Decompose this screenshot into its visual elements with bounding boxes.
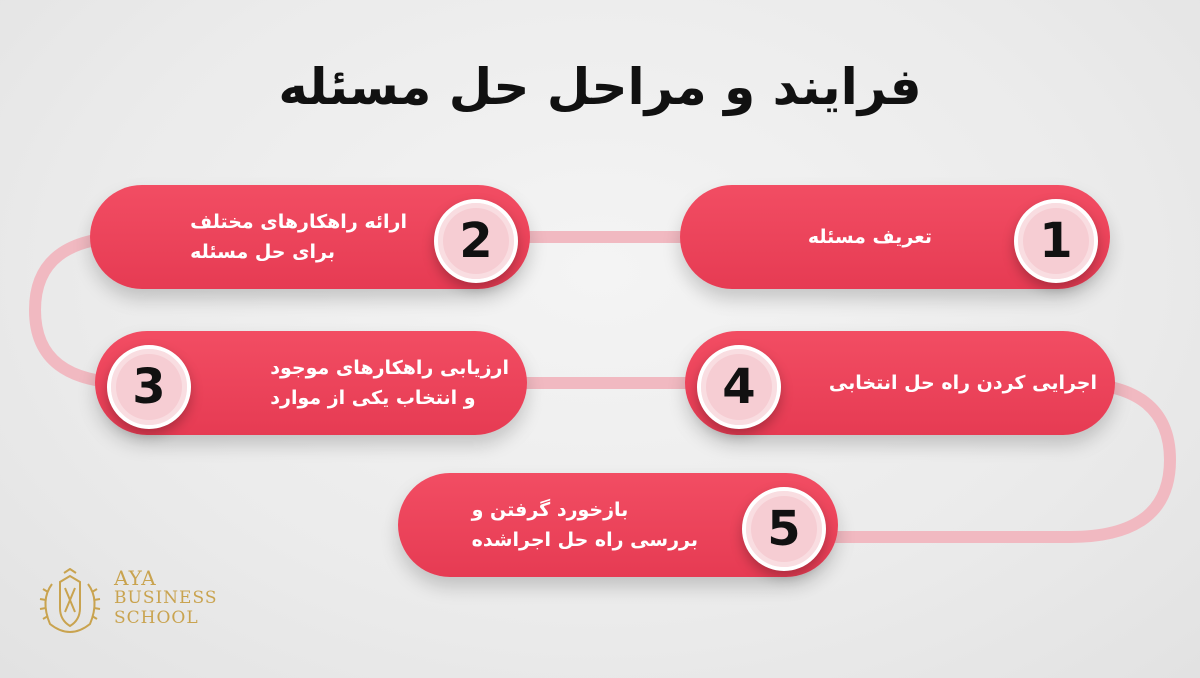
step-5-line-1: بازخورد گرفتن و xyxy=(471,499,629,521)
step-5-line-2: بررسی راه حل اجراشده xyxy=(471,529,698,551)
step-4-badge: 4 xyxy=(697,345,781,429)
laurel-crest-icon xyxy=(39,567,101,633)
step-3-line-1: ارزیابی راهکارهای موجود xyxy=(270,357,509,379)
step-1-line-1: تعریف مسئله xyxy=(807,226,932,248)
step-2-pill: ارائه راهکارهای مختلف برای حل مسئله 2 xyxy=(90,185,530,289)
step-4-line-1: اجرایی کردن راه حل انتخابی xyxy=(828,372,1097,394)
step-4-pill: اجرایی کردن راه حل انتخابی 4 xyxy=(685,331,1115,435)
step-3-line-2: و انتخاب یکی از موارد xyxy=(270,387,476,409)
step-3-badge: 3 xyxy=(107,345,191,429)
step-5-badge: 5 xyxy=(742,487,826,571)
aya-logo: AYA BUSINESS SCHOOL xyxy=(34,567,216,638)
logo-line-2: BUSINESS xyxy=(114,588,218,608)
step-3-text: ارزیابی راهکارهای موجود و انتخاب یکی از … xyxy=(270,331,509,435)
step-1-pill: تعریف مسئله 1 xyxy=(680,185,1110,289)
step-2-line-1: ارائه راهکارهای مختلف xyxy=(190,211,407,233)
step-3-pill: ارزیابی راهکارهای موجود و انتخاب یکی از … xyxy=(95,331,527,435)
step-1-text: تعریف مسئله xyxy=(808,185,932,289)
step-2-badge: 2 xyxy=(434,199,518,283)
step-2-text: ارائه راهکارهای مختلف برای حل مسئله xyxy=(190,185,407,289)
page-title: فرایند و مراحل حل مسئله xyxy=(278,58,922,116)
step-5-text: بازخورد گرفتن و بررسی راه حل اجراشده xyxy=(472,473,698,577)
step-5-pill: بازخورد گرفتن و بررسی راه حل اجراشده 5 xyxy=(398,473,838,577)
step-4-text: اجرایی کردن راه حل انتخابی xyxy=(829,331,1097,435)
logo-line-1: AYA xyxy=(114,566,157,590)
logo-text: AYA BUSINESS SCHOOL xyxy=(114,568,217,628)
step-2-line-2: برای حل مسئله xyxy=(190,241,335,263)
logo-line-3: SCHOOL xyxy=(114,608,199,628)
step-1-badge: 1 xyxy=(1014,199,1098,283)
